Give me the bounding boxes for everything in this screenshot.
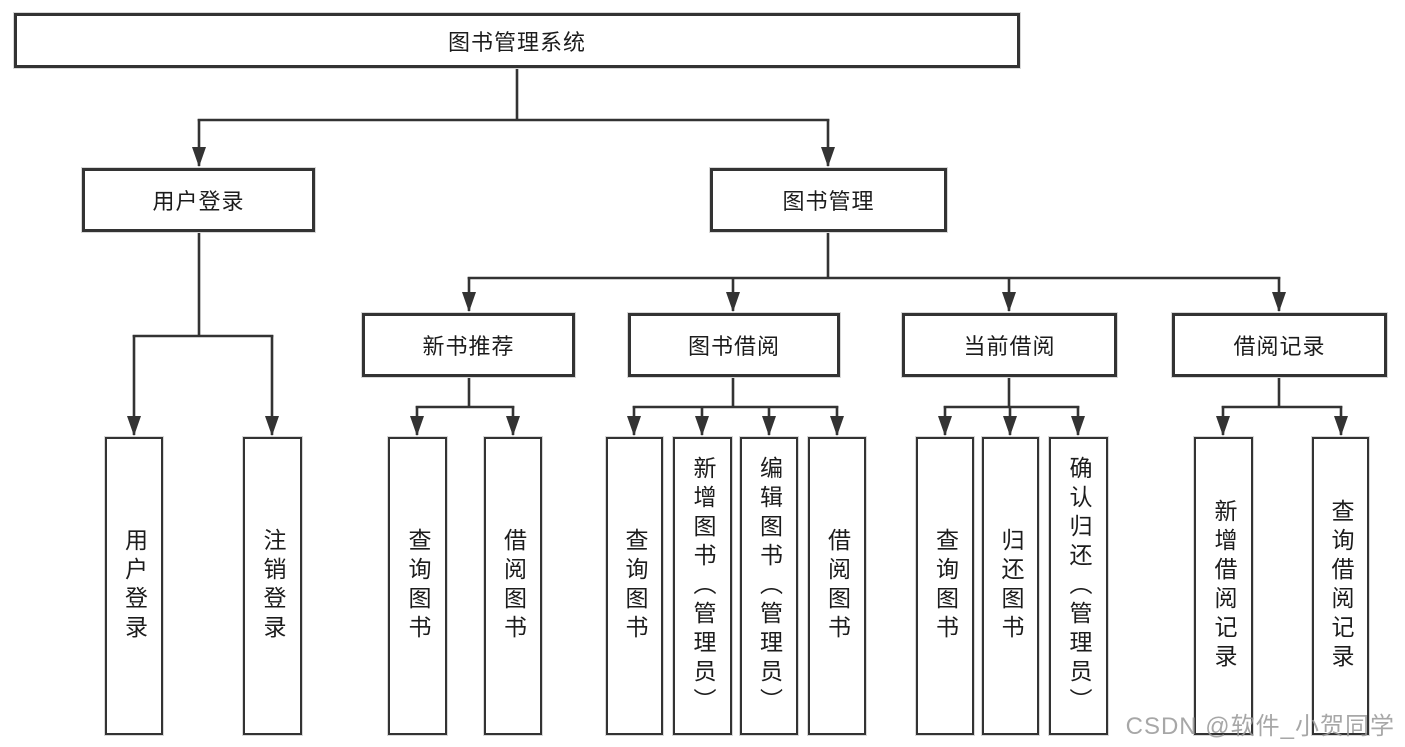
node-label: 确认归还（管理员）: [1066, 455, 1092, 717]
node-book-borrow: 图书借阅: [628, 313, 840, 377]
leaf-logout: 注销登录: [243, 437, 302, 735]
node-new-book-recommend: 新书推荐: [362, 313, 575, 377]
leaf-user-login: 用户登录: [105, 437, 163, 735]
node-label: 新书推荐: [422, 334, 515, 359]
leaf-add-borrow-record: 新增借阅记录: [1194, 437, 1253, 735]
node-label: 新增借阅记录: [1211, 499, 1237, 673]
node-label: 图书管理系统: [447, 29, 586, 55]
leaf-borrow-books: 借阅图书: [808, 437, 866, 735]
node-label: 查询图书: [622, 528, 648, 644]
csdn-watermark: CSDN @软件_小贺同学: [1125, 713, 1395, 740]
node-user-login: 用户登录: [82, 168, 315, 232]
node-label: 归还图书: [998, 528, 1024, 644]
leaf-return-books: 归还图书: [982, 437, 1039, 735]
node-library-system: 图书管理系统: [14, 13, 1020, 68]
node-borrow-records: 借阅记录: [1172, 313, 1387, 377]
leaf-query-books-recommend: 查询图书: [388, 437, 447, 735]
node-label: 当前借阅: [963, 334, 1056, 359]
leaf-query-books-current: 查询图书: [916, 437, 974, 735]
leaf-edit-books-admin: 编辑图书（管理员）: [740, 437, 798, 735]
node-label: 用户登录: [152, 189, 245, 214]
node-label: 查询图书: [405, 528, 431, 644]
node-label: 查询图书: [932, 528, 959, 644]
node-label: 借阅图书: [824, 528, 851, 644]
node-label: 图书管理: [782, 189, 875, 214]
leaf-add-books-admin: 新增图书（管理员）: [673, 437, 732, 735]
node-label: 借阅记录: [1233, 334, 1326, 359]
node-current-borrow: 当前借阅: [902, 313, 1117, 377]
node-label: 新增图书（管理员）: [690, 455, 716, 717]
node-label: 用户登录: [121, 528, 148, 644]
leaf-confirm-return-admin: 确认归还（管理员）: [1049, 437, 1108, 735]
leaf-query-books-borrow: 查询图书: [606, 437, 663, 735]
leaf-query-borrow-record: 查询借阅记录: [1312, 437, 1369, 735]
node-label: 编辑图书（管理员）: [756, 455, 783, 717]
node-label: 查询借阅记录: [1328, 499, 1354, 673]
node-label: 注销登录: [260, 528, 286, 644]
leaf-borrow-books-recommend: 借阅图书: [484, 437, 542, 735]
node-label: 借阅图书: [500, 528, 527, 644]
node-label: 图书借阅: [687, 334, 780, 359]
node-book-management: 图书管理: [710, 168, 947, 232]
